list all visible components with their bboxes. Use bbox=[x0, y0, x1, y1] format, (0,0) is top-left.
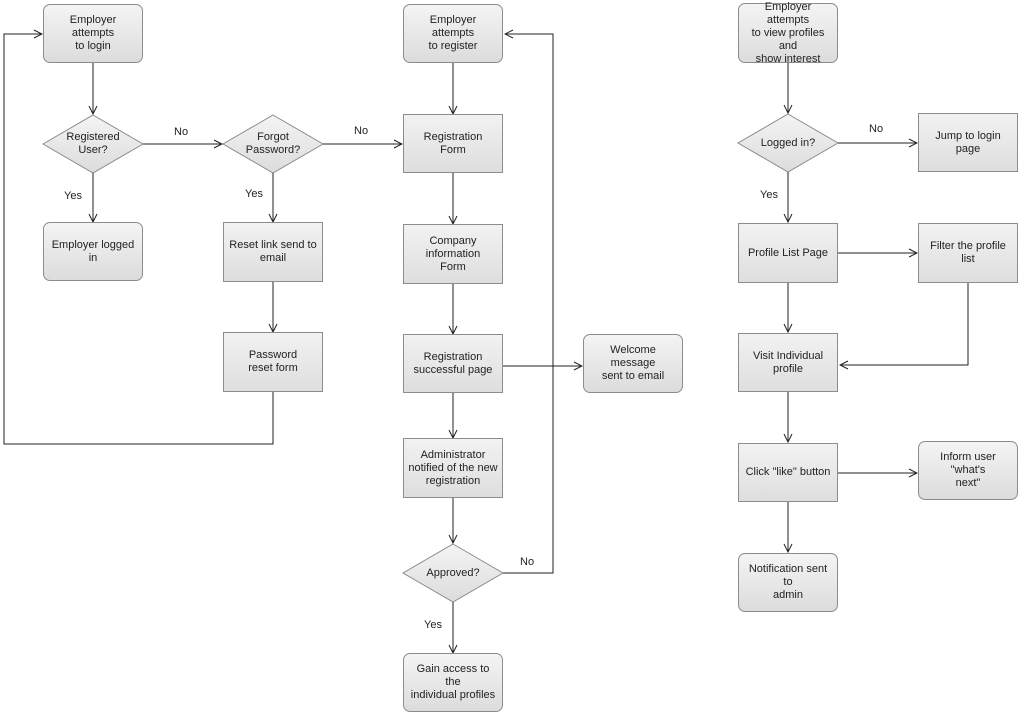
password-reset-form-node: Password reset form bbox=[223, 332, 323, 392]
edge-approved-no-loop bbox=[503, 34, 554, 574]
label-forgot-yes: Yes bbox=[245, 188, 263, 200]
registered-user-text: Registered User? bbox=[66, 131, 120, 156]
logged-in-text: Logged in? bbox=[760, 136, 816, 149]
label-approved-yes: Yes bbox=[424, 619, 442, 631]
label-registered-yes: Yes bbox=[64, 190, 82, 202]
employer-attempts-view-node: Employer attempts to view profiles and s… bbox=[738, 1, 838, 65]
edge-filter-to-visit bbox=[840, 283, 969, 365]
inform-user-node: Inform user "what's next" bbox=[918, 441, 1018, 500]
employer-attempts-register-node: Employer attempts to register bbox=[403, 4, 503, 63]
company-information-form-node: Company information Form bbox=[403, 224, 503, 284]
employer-attempts-login-node: Employer attempts to login bbox=[43, 4, 143, 63]
administrator-notified-node: Administrator notified of the new regist… bbox=[403, 438, 503, 498]
label-approved-no: No bbox=[520, 556, 535, 568]
profile-list-page-node: Profile List Page bbox=[738, 223, 838, 283]
registration-successful-node: Registration successful page bbox=[403, 334, 503, 393]
reset-link-node: Reset link send to email bbox=[223, 222, 323, 282]
label-logged-no: No bbox=[869, 123, 884, 135]
jump-to-login-node: Jump to login page bbox=[918, 113, 1018, 172]
gain-access-node: Gain access to the individual profiles bbox=[403, 653, 503, 712]
label-logged-yes: Yes bbox=[760, 189, 778, 201]
label-forgot-no: No bbox=[354, 125, 369, 137]
employer-logged-in-node: Employer logged in bbox=[43, 222, 143, 281]
forgot-password-text: Forgot Password? bbox=[245, 131, 301, 156]
filter-profile-list-node: Filter the profile list bbox=[918, 223, 1018, 283]
registration-form-node: Registration Form bbox=[403, 114, 503, 173]
welcome-message-node: Welcome message sent to email bbox=[583, 334, 683, 393]
approved-text: Approved? bbox=[426, 566, 480, 579]
notification-admin-node: Notification sent to admin bbox=[738, 553, 838, 612]
visit-individual-profile-node: Visit Individual profile bbox=[738, 333, 838, 392]
label-registered-no: No bbox=[174, 126, 189, 138]
edge-pwform-loop-to-login bbox=[3, 34, 274, 445]
click-like-button-node: Click "like" button bbox=[738, 443, 838, 502]
